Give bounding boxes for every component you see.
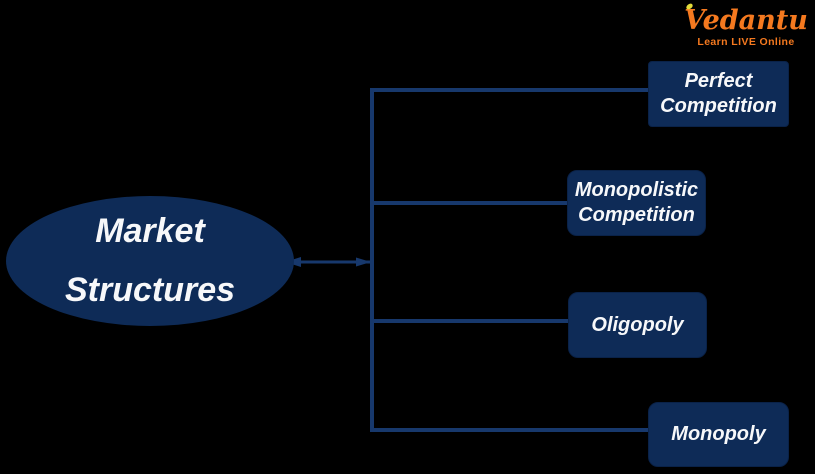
brand-wordmark: Vedantu (684, 2, 808, 36)
brand-tagline: Learn LIVE Online (697, 35, 795, 48)
root-node-label: Market Structures (64, 211, 236, 310)
node-monopoly: Monopoly (648, 402, 789, 467)
node-label: Monopolistic Competition (574, 179, 699, 226)
node-label: Monopoly (671, 423, 766, 445)
vedantu-logo: Vedantu Learn LIVE Online (681, 2, 811, 48)
root-node-market-structures: Market Structures (6, 196, 294, 326)
node-label: Perfect Competition (660, 70, 777, 117)
node-perfect-competition: Perfect Competition (648, 61, 789, 127)
brand-name: Vedantu (684, 5, 808, 36)
node-monopolistic-competition: Monopolistic Competition (567, 170, 706, 236)
root-connector-arrow-right (356, 257, 371, 267)
node-label: Oligopoly (591, 313, 684, 336)
node-oligopoly: Oligopoly (568, 292, 707, 358)
